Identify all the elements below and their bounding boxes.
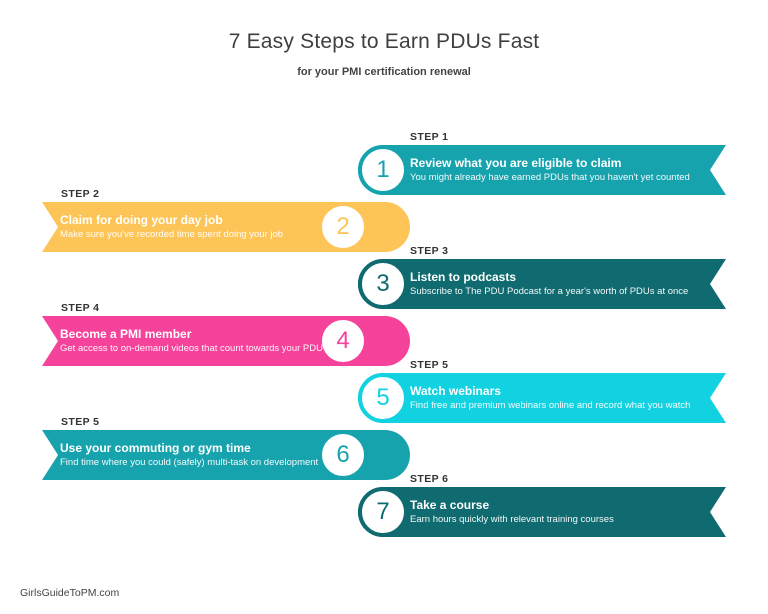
step-label: STEP 1 xyxy=(410,131,449,143)
footer-credit: GirlsGuideToPM.com xyxy=(20,587,120,599)
step-description: Earn hours quickly with relevant trainin… xyxy=(410,514,614,525)
step-title: Become a PMI member xyxy=(60,327,192,341)
ribbon-shape xyxy=(358,145,726,195)
step-label: STEP 3 xyxy=(410,245,449,257)
ribbon-shape xyxy=(42,316,410,366)
step-description: Find time where you could (safely) multi… xyxy=(60,457,319,468)
ribbon-fill xyxy=(42,202,410,252)
step-title: Use your commuting or gym time xyxy=(60,441,251,455)
page-subtitle: for your PMI certification renewal xyxy=(297,66,471,78)
ribbon-shape xyxy=(358,259,726,309)
step-description: Find free and premium webinars online an… xyxy=(410,400,691,411)
step-label: STEP 5 xyxy=(410,359,449,371)
step-number-badge: 3 xyxy=(358,259,408,309)
step-label: STEP 6 xyxy=(410,473,449,485)
step-description: You might already have earned PDUs that … xyxy=(410,172,690,183)
step-title: Listen to podcasts xyxy=(410,270,517,284)
ribbon-shape xyxy=(358,373,726,423)
ribbon-shape xyxy=(358,487,726,537)
step-title: Review what you are eligible to claim xyxy=(410,156,622,170)
step-label: STEP 5 xyxy=(61,416,100,428)
step-number-badge: 6 xyxy=(318,430,368,480)
ribbon-shape xyxy=(42,430,410,480)
page-title: 7 Easy Steps to Earn PDUs Fast xyxy=(228,30,540,53)
ribbon-shape xyxy=(42,202,410,252)
ribbon-fill xyxy=(358,259,726,309)
step-title: Take a course xyxy=(410,498,490,512)
step-number-badge: 5 xyxy=(358,373,408,423)
ribbon-fill xyxy=(42,430,410,480)
step-number-badge: 2 xyxy=(318,202,368,252)
ribbon-fill xyxy=(358,145,726,195)
ribbon-fill xyxy=(358,373,726,423)
step-label: STEP 2 xyxy=(61,188,100,200)
step-description: Make sure you've recorded time spent doi… xyxy=(60,229,284,240)
step-number-badge: 1 xyxy=(358,145,408,195)
step-description: Subscribe to The PDU Podcast for a year'… xyxy=(410,286,689,297)
ribbon-fill xyxy=(42,316,410,366)
step-number-badge: 4 xyxy=(318,316,368,366)
step-description: Get access to on-demand videos that coun… xyxy=(60,343,344,354)
step-title: Claim for doing your day job xyxy=(60,213,223,227)
step-title: Watch webinars xyxy=(410,384,501,398)
step-label: STEP 4 xyxy=(61,302,100,314)
ribbon-fill xyxy=(358,487,726,537)
step-number-badge: 7 xyxy=(358,487,408,537)
